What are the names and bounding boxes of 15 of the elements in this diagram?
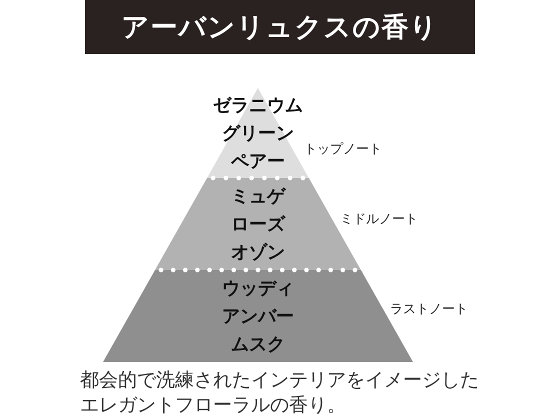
note-name: ミュゲ bbox=[230, 185, 285, 208]
caption: 都会的で洗練されたインテリアをイメージしたエレガントフローラルの香り。 bbox=[80, 369, 480, 418]
note-name: ゼラニウム bbox=[212, 94, 303, 117]
note-name: ローズ bbox=[230, 213, 285, 236]
note-name: ウッディ bbox=[222, 277, 294, 300]
note-tier-label: トップノート bbox=[304, 140, 382, 158]
note-tier-label: ミドルノート bbox=[340, 210, 418, 228]
pyramid-tier bbox=[103, 270, 413, 362]
note-tier-label: ラストノート bbox=[390, 300, 468, 318]
note-name: ペアー bbox=[230, 150, 285, 173]
note-name: ムスク bbox=[231, 333, 285, 356]
title-banner: アーバンリュクスの香り bbox=[85, 0, 475, 54]
note-name: グリーン bbox=[222, 122, 294, 145]
note-name: アンバー bbox=[222, 305, 294, 328]
note-name: オゾン bbox=[230, 241, 285, 264]
